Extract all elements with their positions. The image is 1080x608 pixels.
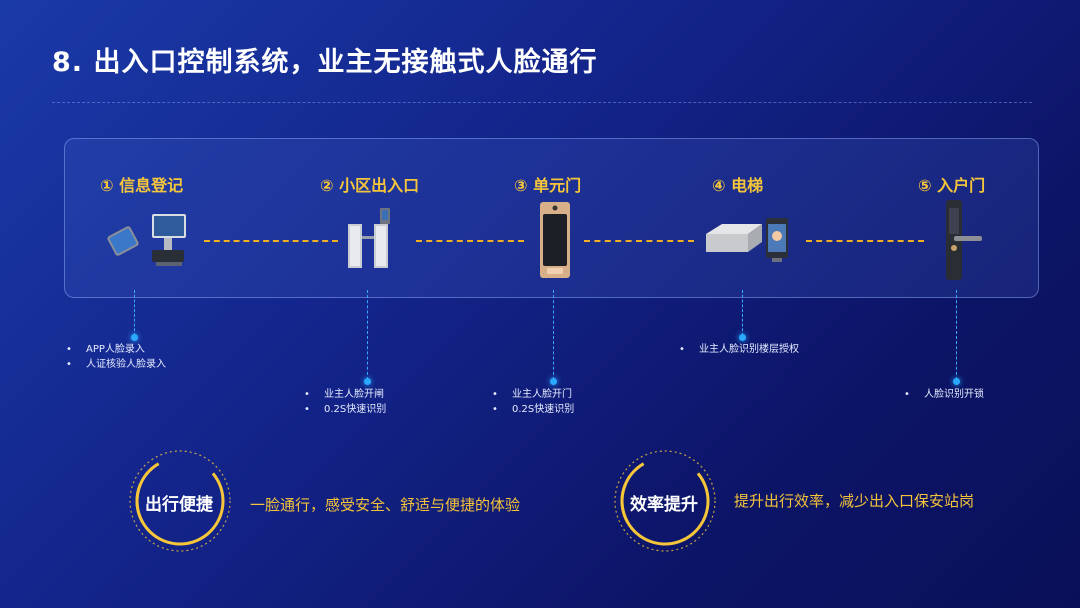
efficiency-description: 提升出行效率，减少出入口保安站岗 bbox=[734, 492, 975, 510]
convenience-badge-ring bbox=[129, 450, 231, 552]
marker-dot bbox=[131, 334, 138, 341]
step-label-elevator: ④ 电梯 bbox=[712, 176, 764, 195]
bullets-community-entrance: 业主人脸开闸 0.2S快速识别 bbox=[304, 387, 386, 417]
smart-lock-icon bbox=[946, 200, 982, 280]
marker-dot bbox=[364, 378, 371, 385]
bullet-item: 0.2S快速识别 bbox=[492, 402, 574, 417]
bullets-home-door: 人脸识别开锁 bbox=[904, 387, 984, 402]
face-terminal-icon bbox=[766, 218, 788, 262]
connector-line bbox=[416, 240, 524, 242]
bullets-registration: APP人脸录入 人证核验人脸录入 bbox=[66, 342, 166, 372]
bullet-item: 业主人脸开闸 bbox=[304, 387, 386, 402]
leader-line bbox=[553, 290, 554, 380]
convenience-description: 一脸通行，感受安全、舒适与便捷的体验 bbox=[250, 496, 521, 514]
marker-dot bbox=[739, 334, 746, 341]
step-label-community-entrance: ② 小区出入口 bbox=[320, 176, 420, 195]
step-label-home-door: ⑤ 入户门 bbox=[918, 176, 986, 195]
step-label-unit-door: ③ 单元门 bbox=[514, 176, 582, 195]
bullets-unit-door: 业主人脸开门 0.2S快速识别 bbox=[492, 387, 574, 417]
convenience-badge-label: 出行便捷 bbox=[145, 495, 213, 515]
connector-line bbox=[584, 240, 694, 242]
efficiency-badge-label: 效率提升 bbox=[630, 495, 698, 515]
bullet-item: 0.2S快速识别 bbox=[304, 402, 386, 417]
page-title: 8. 出入口控制系统，业主无接触式人脸通行 bbox=[52, 47, 598, 78]
title-divider bbox=[52, 102, 1032, 103]
marker-dot bbox=[550, 378, 557, 385]
bullets-elevator: 业主人脸识别楼层授权 bbox=[679, 342, 799, 357]
efficiency-badge-ring bbox=[614, 450, 716, 552]
door-intercom-icon bbox=[540, 202, 570, 278]
bullet-item: 人脸识别开锁 bbox=[904, 387, 984, 402]
marker-dot bbox=[953, 378, 960, 385]
step-label-registration: ① 信息登记 bbox=[100, 176, 184, 195]
bullet-item: 业主人脸开门 bbox=[492, 387, 574, 402]
connector-line bbox=[806, 240, 924, 242]
turnstile-gate-icon bbox=[348, 208, 390, 268]
bullet-item: 人证核验人脸录入 bbox=[66, 357, 166, 372]
leader-line bbox=[134, 290, 135, 336]
phone-icon bbox=[107, 226, 139, 256]
bullet-item: APP人脸录入 bbox=[66, 342, 166, 357]
registration-kiosk-icon bbox=[152, 214, 186, 266]
connector-line bbox=[204, 240, 338, 242]
elevator-controller-icon bbox=[706, 224, 762, 252]
leader-line bbox=[956, 290, 957, 380]
leader-line bbox=[367, 290, 368, 380]
leader-line bbox=[742, 290, 743, 336]
bullet-item: 业主人脸识别楼层授权 bbox=[679, 342, 799, 357]
